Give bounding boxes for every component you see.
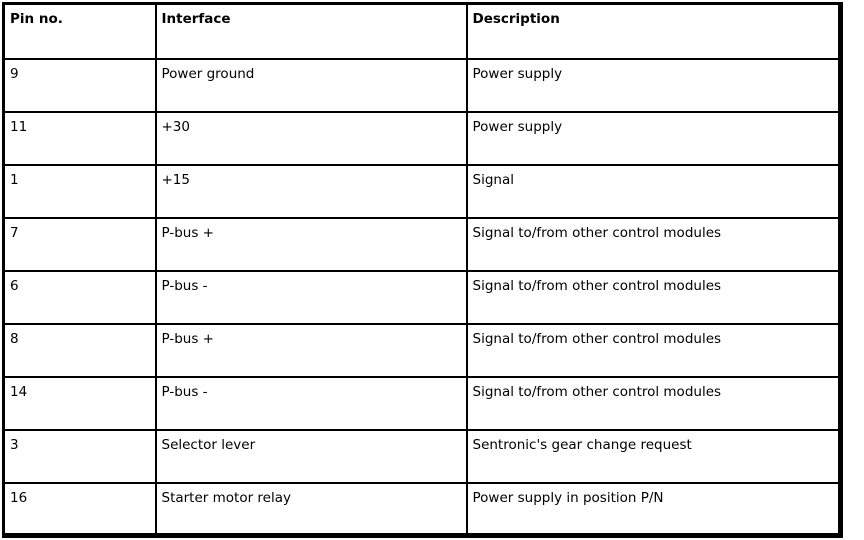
pin-cell: 14 [2, 375, 157, 431]
table-row: 3 Selector lever Sentronic's gear change… [2, 428, 842, 484]
description-cell: Power supply [465, 57, 842, 113]
interface-cell: Selector lever [154, 428, 468, 484]
pin-assignment-table: Pin no. Interface Description 9 Power gr… [2, 2, 843, 538]
interface-cell: Power ground [154, 57, 468, 113]
pin-cell: 8 [2, 322, 157, 378]
pin-cell: 7 [2, 216, 157, 272]
interface-cell: +30 [154, 110, 468, 166]
table-row: 8 P-bus + Signal to/from other control m… [2, 322, 842, 378]
pin-cell: 11 [2, 110, 157, 166]
pin-cell: 9 [2, 57, 157, 113]
interface-cell: P-bus - [154, 269, 468, 325]
column-header-description: Description [465, 2, 842, 60]
description-cell: Sentronic's gear change request [465, 428, 842, 484]
pin-cell: 16 [2, 481, 157, 537]
description-cell: Signal to/from other control modules [465, 216, 842, 272]
table-header-row: Pin no. Interface Description [2, 2, 842, 60]
description-cell: Signal [465, 163, 842, 219]
table-row: 16 Starter motor relay Power supply in p… [2, 481, 842, 537]
table-row: 11 +30 Power supply [2, 110, 842, 166]
description-cell: Signal to/from other control modules [465, 269, 842, 325]
description-cell: Signal to/from other control modules [465, 375, 842, 431]
interface-cell: +15 [154, 163, 468, 219]
table-row: 7 P-bus + Signal to/from other control m… [2, 216, 842, 272]
column-header-interface: Interface [154, 2, 468, 60]
table-row: 14 P-bus - Signal to/from other control … [2, 375, 842, 431]
table-row: 6 P-bus - Signal to/from other control m… [2, 269, 842, 325]
interface-cell: Starter motor relay [154, 481, 468, 537]
column-header-pin-no: Pin no. [2, 2, 157, 60]
pin-cell: 3 [2, 428, 157, 484]
pin-cell: 6 [2, 269, 157, 325]
table-row: 1 +15 Signal [2, 163, 842, 219]
description-cell: Power supply [465, 110, 842, 166]
interface-cell: P-bus + [154, 216, 468, 272]
pin-cell: 1 [2, 163, 157, 219]
interface-cell: P-bus - [154, 375, 468, 431]
description-cell: Power supply in position P/N [465, 481, 842, 537]
interface-cell: P-bus + [154, 322, 468, 378]
description-cell: Signal to/from other control modules [465, 322, 842, 378]
table-row: 9 Power ground Power supply [2, 57, 842, 113]
